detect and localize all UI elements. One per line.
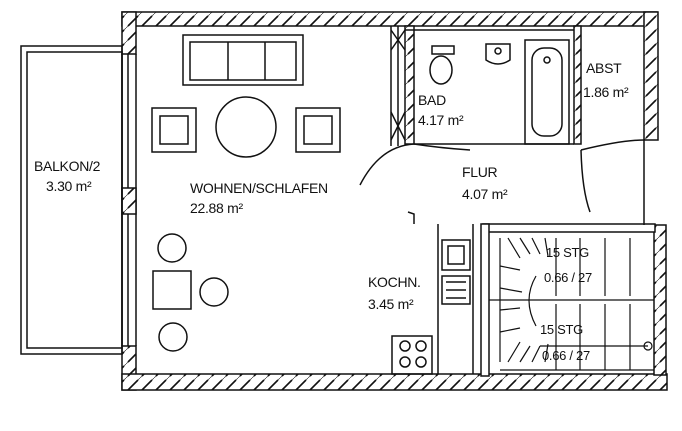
- staircase: [489, 237, 654, 371]
- flur-name: FLUR: [462, 164, 498, 180]
- abst-name: ABST: [586, 60, 622, 76]
- window-bar: [121, 187, 137, 215]
- abst-area: 1.86 m²: [583, 84, 629, 100]
- flur-area: 4.07 m²: [462, 186, 508, 202]
- bad-area: 4.17 m²: [418, 112, 464, 128]
- wall-bad-left: [404, 25, 415, 145]
- wall-stair-left: [480, 223, 490, 377]
- balkon-area: 3.30 m²: [46, 178, 92, 194]
- balcony: [20, 45, 123, 355]
- stair-upper-label: 15 STG: [546, 245, 589, 260]
- bad-name: BAD: [418, 92, 446, 108]
- dining-set: [152, 233, 229, 352]
- wall-bad-abst: [573, 25, 582, 145]
- balkon-name: BALKON/2: [34, 158, 101, 174]
- kitchen-fixtures: [391, 224, 474, 375]
- stair-lower-ratio: 0.66 / 27: [542, 348, 590, 363]
- wohnen-area: 22.88 m²: [190, 200, 243, 216]
- sofa: [182, 34, 304, 86]
- living-table-set: [151, 96, 341, 158]
- doors: [359, 139, 645, 225]
- kochn-area: 3.45 m²: [368, 296, 414, 312]
- wall-stair-right: [653, 224, 667, 376]
- wall-right-upper: [643, 11, 659, 141]
- wall-top: [121, 11, 658, 27]
- stair-lower-label: 15 STG: [540, 322, 583, 337]
- wall-stair-top: [482, 223, 656, 233]
- bathroom-fixtures: [390, 26, 574, 146]
- kochn-name: KOCHN.: [368, 274, 421, 290]
- wohnen-name: WOHNEN/SCHLAFEN: [190, 180, 328, 196]
- wall-bottom: [121, 373, 668, 391]
- walls: [121, 11, 668, 391]
- wall-left-upper: [121, 11, 137, 55]
- stair-upper-ratio: 0.66 / 27: [544, 270, 592, 285]
